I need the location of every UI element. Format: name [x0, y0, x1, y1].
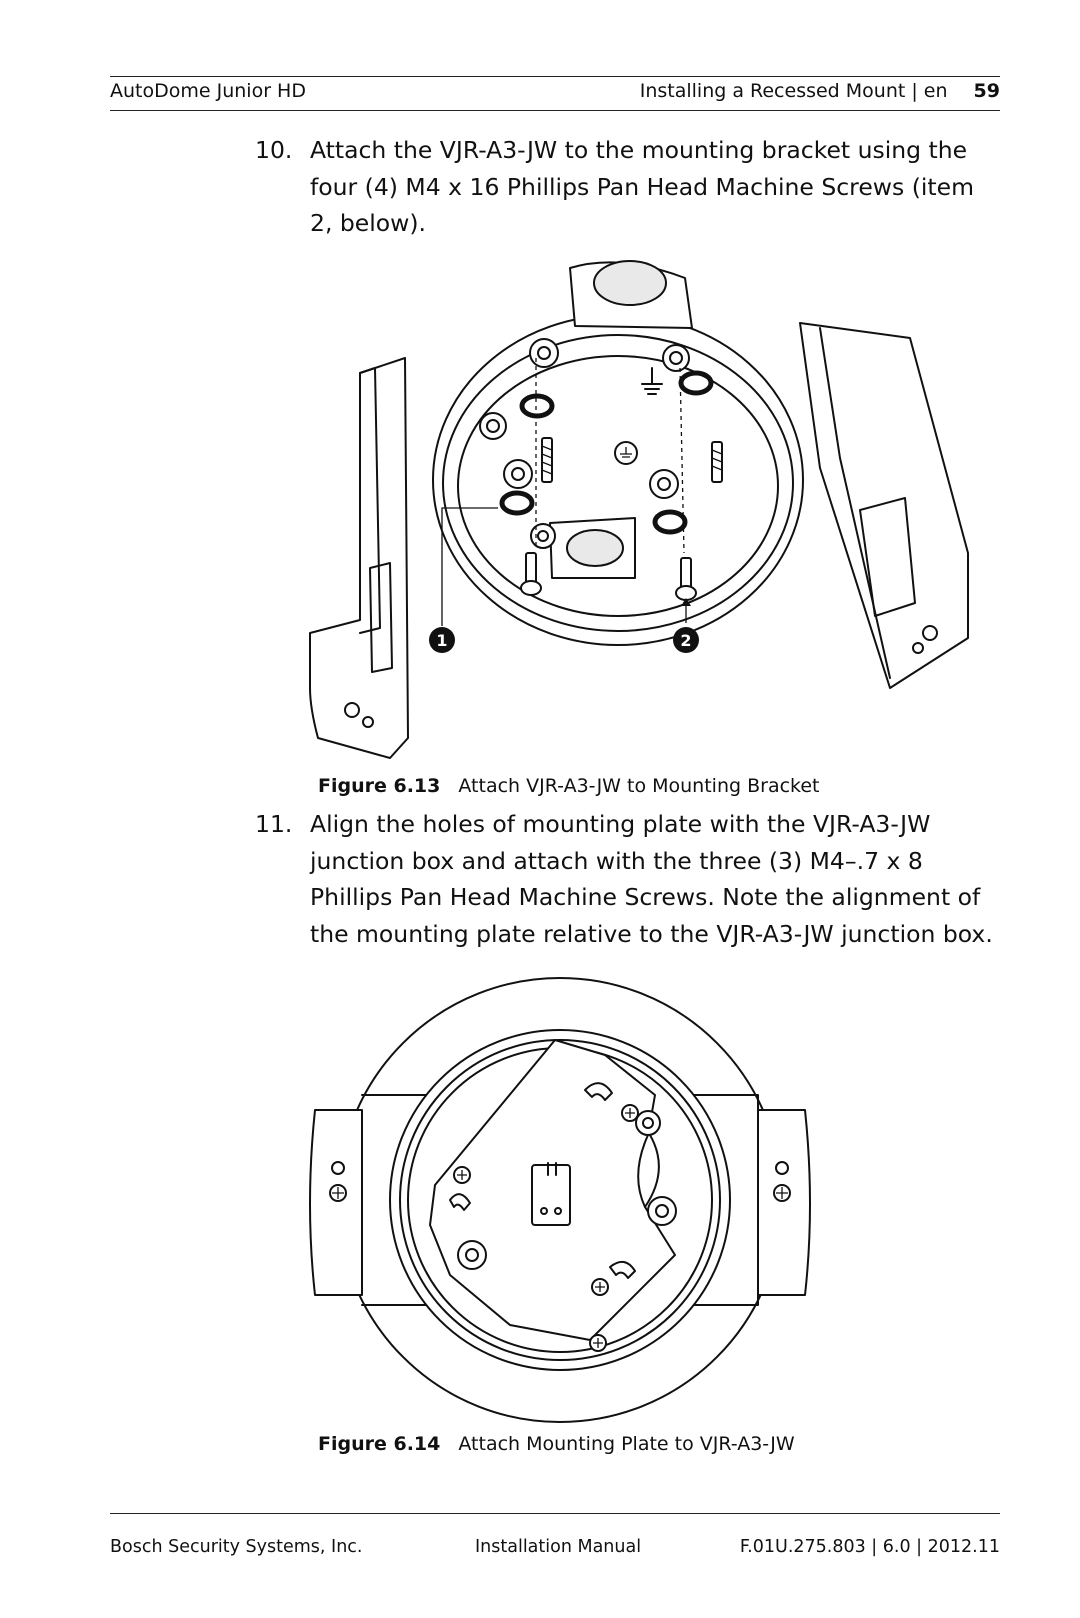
footer-rule: [110, 1513, 1000, 1514]
figure-caption-text: Attach Mounting Plate to VJR-A3-JW: [458, 1433, 795, 1455]
step-11: 11. Align the holes of mounting plate wi…: [255, 806, 1000, 952]
figure-6-14-caption: Figure 6.14 Attach Mounting Plate to VJR-…: [318, 1433, 795, 1455]
step-10: 10. Attach the VJR-A3-JW to the mounting…: [255, 132, 1000, 242]
footer-doc-type: Installation Manual: [475, 1537, 642, 1557]
header-title: AutoDome Junior HD: [110, 80, 306, 102]
header-section: Installing a Recessed Mount | en: [639, 80, 948, 102]
figure-label: Figure 6.13: [318, 775, 441, 797]
bracket-junction-box-illustration: 1 2: [309, 260, 969, 759]
figure-label: Figure 6.14: [318, 1433, 441, 1455]
header-bottom-rule: [110, 110, 1000, 111]
step-text: Attach the VJR-A3-JW to the mounting bra…: [310, 136, 974, 237]
page-number: 59: [973, 80, 1000, 102]
figure-6-13-caption: Figure 6.13 Attach VJR-A3-JW to Mounting …: [318, 775, 820, 797]
footer-doc-id: F.01U.275.803 | 6.0 | 2012.11: [739, 1537, 1000, 1557]
figure-caption-text: Attach VJR-A3-JW to Mounting Bracket: [458, 775, 820, 797]
callout-2: 2: [680, 631, 691, 650]
step-number: 10.: [255, 136, 293, 164]
step-number: 11.: [255, 810, 293, 838]
header-right: Installing a Recessed Mount | en 59: [640, 80, 1000, 102]
step-text: Align the holes of mounting plate with t…: [310, 810, 993, 948]
footer-company: Bosch Security Systems, Inc.: [110, 1537, 363, 1557]
callout-1: 1: [436, 631, 447, 650]
mounting-plate-illustration: [309, 977, 811, 1423]
header-top-rule: [110, 76, 1000, 77]
